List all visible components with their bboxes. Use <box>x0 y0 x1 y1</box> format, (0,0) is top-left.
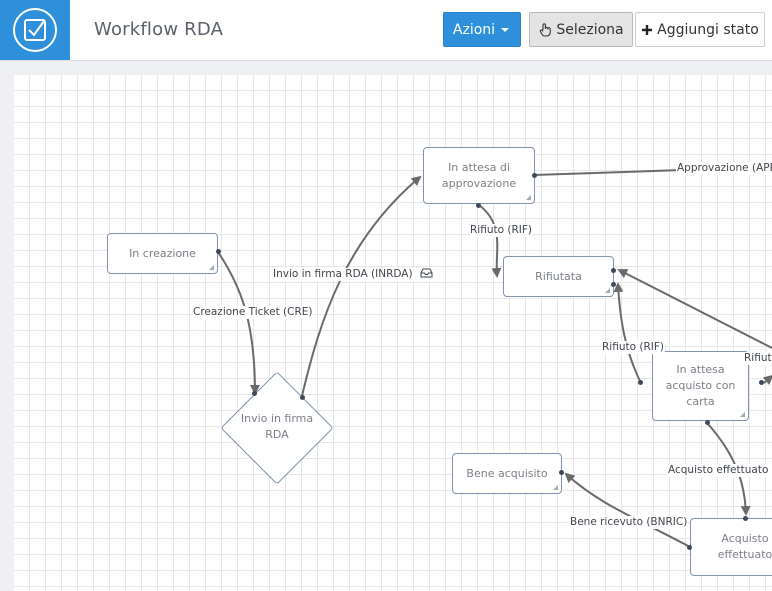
edge-label-text: Invio in firma RDA (INRDA) <box>273 268 413 280</box>
state-label: In attesa acquisto con carta <box>665 363 736 408</box>
state-in-attesa-acquisto[interactable]: In attesa acquisto con carta <box>652 351 749 421</box>
port[interactable] <box>638 380 643 385</box>
state-bene-acquisito[interactable]: Bene acquisito <box>452 453 562 494</box>
caret-down-icon <box>501 27 510 32</box>
edge-label-invio-firma[interactable]: Invio in firma RDA (INRDA) <box>272 268 434 281</box>
state-in-creazione[interactable]: In creazione <box>107 233 218 274</box>
port[interactable] <box>532 173 537 178</box>
workflow-edges <box>217 166 772 548</box>
port[interactable] <box>705 420 710 425</box>
state-in-attesa-approvazione[interactable]: In attesa di approvazione <box>423 147 535 204</box>
port[interactable] <box>216 249 221 254</box>
azioni-dropdown-button[interactable]: Azioni <box>443 12 521 47</box>
resize-handle[interactable] <box>526 195 531 200</box>
edge-label-rifiuto-3[interactable]: Rifiut <box>743 352 772 365</box>
state-label: In attesa di approvazione <box>441 160 517 190</box>
resize-handle[interactable] <box>209 265 214 270</box>
edge-rifiuto-3[interactable] <box>617 269 772 349</box>
edge-bene-ricevuto[interactable] <box>564 472 691 548</box>
state-label: Rifiutata <box>535 269 582 283</box>
state-invio-firma-label: Invio in firma RDA <box>240 412 314 441</box>
resize-handle[interactable] <box>553 485 558 490</box>
seleziona-label: Seleziona <box>556 21 624 38</box>
workflow-canvas[interactable]: In creazione In attesa di approvazione R… <box>14 75 772 591</box>
edge-rifiuto-2[interactable] <box>613 282 641 382</box>
edge-rifiuto-1[interactable] <box>478 204 502 278</box>
edge-label-rifiuto-1[interactable]: Rifiuto (RIF) <box>469 224 533 237</box>
state-label: In creazione <box>129 246 196 260</box>
edge-invio-firma[interactable] <box>301 175 422 397</box>
state-label: Bene acquisito <box>466 466 548 480</box>
logo[interactable] <box>0 0 70 60</box>
app-header: Workflow RDA Azioni Seleziona Aggiungi s… <box>0 0 772 61</box>
state-rifiutata[interactable]: Rifiutata <box>503 256 614 297</box>
signature-tray-icon <box>420 268 433 278</box>
port[interactable] <box>476 203 481 208</box>
seleziona-button[interactable]: Seleziona <box>529 12 633 47</box>
canvas-area: In creazione In attesa di approvazione R… <box>0 61 772 591</box>
resize-handle[interactable] <box>605 288 610 293</box>
edge-label-approvazione[interactable]: Approvazione (APP <box>676 162 772 175</box>
port[interactable] <box>559 470 564 475</box>
port[interactable] <box>759 380 764 385</box>
port[interactable] <box>743 516 748 521</box>
edge-label-bene-ricevuto[interactable]: Bene ricevuto (BNRIC) <box>569 516 689 529</box>
edge-label-acquisto-effettuato[interactable]: Acquisto effettuato (A <box>667 464 772 477</box>
aggiungi-stato-label: Aggiungi stato <box>657 21 759 38</box>
plus-icon <box>642 24 653 35</box>
port[interactable] <box>252 391 257 396</box>
checkbox-check-icon <box>13 8 57 52</box>
edge-label-rifiuto-2[interactable]: Rifiuto (RIF) <box>601 341 665 354</box>
hand-pointer-icon <box>540 22 552 37</box>
state-acquisto-effettuato[interactable]: Acquisto effettuato <box>690 518 772 576</box>
state-label: Acquisto effettuato <box>717 532 772 561</box>
port[interactable] <box>687 545 692 550</box>
port[interactable] <box>611 282 616 287</box>
edge-creazione-ticket[interactable] <box>217 251 260 395</box>
azioni-label: Azioni <box>452 21 496 38</box>
port[interactable] <box>611 268 616 273</box>
aggiungi-stato-button[interactable]: Aggiungi stato <box>635 12 765 47</box>
port[interactable] <box>300 395 305 400</box>
edge-label-creazione-ticket[interactable]: Creazione Ticket (CRE) <box>192 306 314 319</box>
resize-handle[interactable] <box>740 412 745 417</box>
page-title: Workflow RDA <box>94 19 224 40</box>
edge-acquisto-self[interactable] <box>762 374 772 386</box>
